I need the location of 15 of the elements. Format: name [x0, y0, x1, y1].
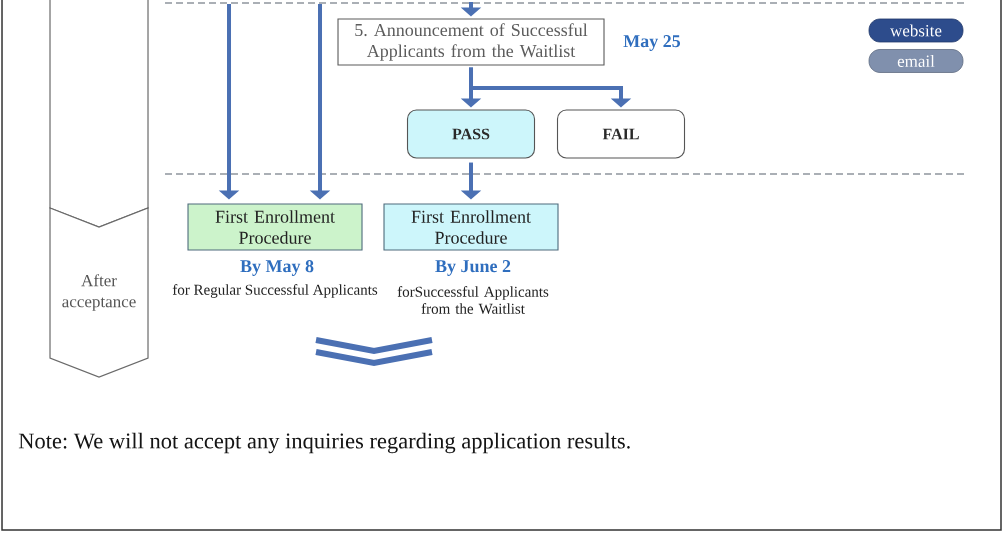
note-text: Note: We will not accept any inquiries regarding application results. — [18, 432, 630, 454]
caption-text: forSuccessful Applicants from the Waitlist — [397, 286, 549, 314]
date-label: By May 8 — [240, 260, 314, 276]
procedure-box: First Enrollment Procedure — [187, 203, 363, 251]
caption-text: for Regular Successful Applicants — [172, 284, 378, 298]
legend-pill: email — [868, 49, 964, 73]
result-box: PASS — [406, 109, 536, 159]
date-label: By June 2 — [435, 260, 511, 276]
announcement-box: 5. Announcement of Successful Applicants from the Waitlist — [337, 18, 605, 66]
stage-chevron: After acceptance — [49, 207, 149, 378]
legend-pill: website — [868, 18, 964, 43]
arrow — [469, 67, 632, 108]
date-label: May 25 — [623, 35, 681, 51]
result-box: FAIL — [556, 109, 686, 159]
procedure-box: First Enrollment Procedure — [383, 203, 559, 251]
